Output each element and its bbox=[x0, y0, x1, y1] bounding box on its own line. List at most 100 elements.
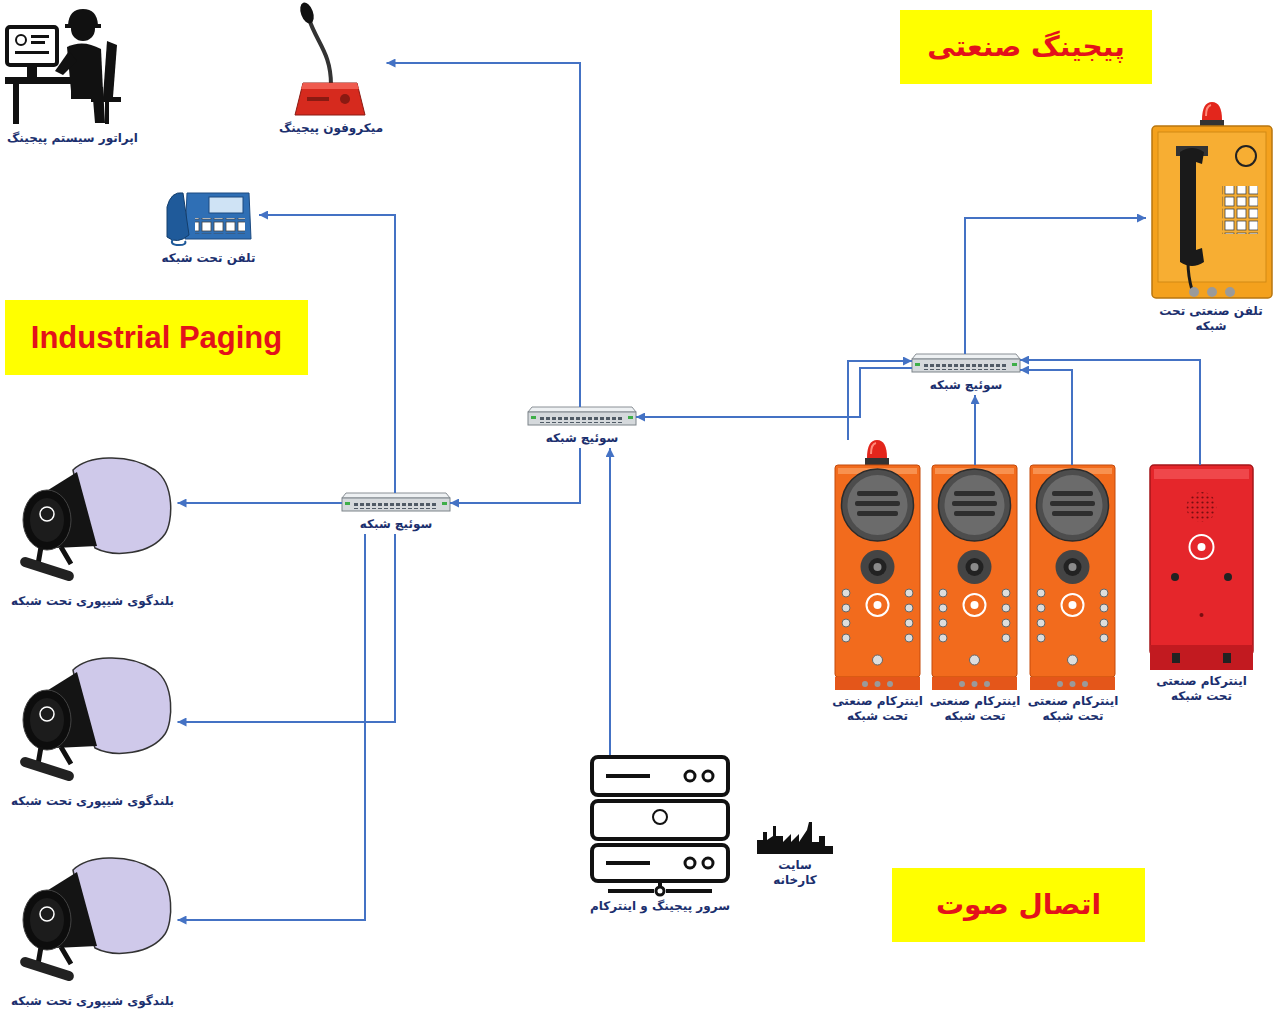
red-intercom-icon-part bbox=[1150, 465, 1253, 655]
ip-phone-icon-part bbox=[209, 197, 243, 213]
microphone-icon bbox=[295, 1, 365, 115]
server-icon-part bbox=[606, 861, 650, 865]
operator-icon-part bbox=[31, 35, 49, 38]
icon-slot bbox=[158, 185, 259, 247]
device-label: بلندگوی شیپوری تحت شبکه bbox=[11, 594, 174, 609]
icon-slot bbox=[4, 5, 141, 127]
operator-icon-part bbox=[15, 51, 49, 54]
icon-slot bbox=[912, 354, 1020, 374]
operator-station: اپراتور سیستم پیجینگ bbox=[4, 5, 141, 148]
industrial-phone-icon-part bbox=[1189, 287, 1199, 297]
icon-slot bbox=[8, 452, 178, 590]
network-link bbox=[965, 218, 1146, 354]
icon-slot bbox=[8, 652, 178, 790]
ip-phone-icon-part bbox=[185, 193, 251, 239]
operator-icon-part bbox=[65, 24, 101, 28]
device-label: تلفن تحت شبکه bbox=[161, 251, 255, 266]
operator-icon-part bbox=[31, 41, 45, 44]
title-text: پیجینگ صنعتی bbox=[927, 30, 1124, 64]
ip-phone-icon bbox=[167, 193, 251, 245]
server-icon-part bbox=[685, 858, 695, 868]
paging-microphone: میکروفون پیجینگ bbox=[276, 3, 387, 138]
network-switch: سوئیچ شبکه bbox=[912, 354, 1020, 395]
horn-speaker-icon bbox=[19, 658, 171, 782]
switch-icon bbox=[528, 407, 636, 425]
operator-icon-part bbox=[7, 27, 57, 65]
device-label: اینترکام صنعتی تحت شبکه bbox=[927, 694, 1023, 724]
icon-slot bbox=[1144, 465, 1260, 670]
ip-phone-icon-part bbox=[195, 218, 245, 234]
industrial-phone-icon-part bbox=[1158, 132, 1266, 282]
icon-slot bbox=[8, 852, 178, 990]
device-label: اینترکام صنعتی تحت شبکه bbox=[830, 694, 926, 724]
industrial-phone-icon-part bbox=[1222, 186, 1258, 234]
title-band: Industrial Paging bbox=[5, 300, 308, 375]
microphone-icon-part bbox=[340, 94, 350, 104]
server-icon-part bbox=[703, 771, 713, 781]
network-link bbox=[974, 395, 976, 465]
server-icon-part bbox=[608, 889, 654, 893]
industrial-phone-icon-part bbox=[1225, 287, 1235, 297]
operator-icon-part bbox=[16, 35, 26, 45]
red-intercom-icon-part bbox=[1150, 645, 1253, 670]
server-icon-part bbox=[666, 889, 712, 893]
network-switch: سوئیچ شبکه bbox=[342, 493, 450, 534]
operator-icon-part bbox=[27, 65, 37, 77]
device-label: اینترکام صنعتی تحت شبکه bbox=[1147, 674, 1257, 704]
industrial-phone-icon-part bbox=[1200, 102, 1224, 127]
icon-slot bbox=[276, 3, 387, 117]
red-intercom-icon-part bbox=[1187, 492, 1217, 522]
operator-icon-part bbox=[67, 43, 103, 91]
title-band: پیجینگ صنعتی bbox=[900, 10, 1152, 84]
red-intercom-icon-part bbox=[1190, 535, 1214, 559]
network-link bbox=[178, 534, 396, 722]
red-intercom-icon-part bbox=[1200, 613, 1204, 617]
intercom-station: اینترکام صنعتی تحت شبکه bbox=[827, 440, 929, 726]
industrial-phone-icon-part bbox=[1207, 287, 1217, 297]
industrial-phone: تلفن صنعتی تحت شبکه bbox=[1146, 100, 1276, 336]
ip-phone-icon-part bbox=[172, 239, 186, 245]
device-label: سرور پیجینگ و اینترکام bbox=[590, 899, 730, 914]
network-link bbox=[450, 448, 580, 503]
microphone-icon-part bbox=[301, 83, 359, 89]
horn-speaker-icon bbox=[19, 458, 171, 582]
server-icon-part bbox=[653, 810, 667, 824]
title-text: Industrial Paging bbox=[31, 319, 282, 356]
network-link bbox=[1020, 360, 1200, 465]
horn-speaker: بلندگوی شیپوری تحت شبکه bbox=[8, 452, 178, 611]
industrial-phone-icon bbox=[1152, 102, 1272, 298]
industrial-phone-icon-part bbox=[1180, 148, 1204, 266]
device-label: تلفن صنعتی تحت شبکه bbox=[1149, 304, 1273, 334]
server: سرور پیجینگ و اینترکام bbox=[587, 755, 733, 916]
red-intercom-icon-part bbox=[1172, 653, 1180, 663]
operator-icon bbox=[5, 9, 121, 124]
icon-slot bbox=[1146, 100, 1276, 300]
industrial-phone-icon-part bbox=[1236, 146, 1256, 166]
red-intercom-icon-part bbox=[1224, 573, 1232, 581]
factory-site-icon bbox=[757, 822, 833, 854]
server-icon-part bbox=[592, 845, 728, 881]
factory-site-icon-part bbox=[757, 822, 833, 854]
intercom-station: اینترکام صنعتی تحت شبکه bbox=[924, 465, 1026, 726]
microphone-icon-part bbox=[298, 1, 317, 26]
intercom-icon bbox=[835, 465, 920, 690]
icon-slot bbox=[1022, 465, 1124, 690]
microphone-icon-part bbox=[307, 97, 329, 101]
network-link bbox=[387, 63, 581, 407]
switch-icon bbox=[912, 354, 1020, 372]
industrial-phone-icon-part bbox=[1152, 126, 1272, 298]
ip-phone-icon-part bbox=[167, 193, 189, 241]
red-intercom-icon bbox=[1150, 465, 1253, 670]
server-icon-part bbox=[656, 887, 664, 895]
title-band: اتصال صوت bbox=[892, 868, 1145, 942]
horn-speaker: بلندگوی شیپوری تحت شبکه bbox=[8, 652, 178, 811]
intercom-icon bbox=[1030, 465, 1115, 690]
icon-slot bbox=[342, 493, 450, 513]
network-link bbox=[609, 448, 611, 755]
operator-icon-part bbox=[13, 84, 19, 124]
device-label: سوئیچ شبکه bbox=[930, 378, 1003, 393]
network-switch: سوئیچ شبکه bbox=[528, 407, 636, 448]
red-intercom-icon-part bbox=[1154, 469, 1249, 479]
intercom-station: اینترکام صنعتی تحت شبکه bbox=[1144, 465, 1260, 706]
